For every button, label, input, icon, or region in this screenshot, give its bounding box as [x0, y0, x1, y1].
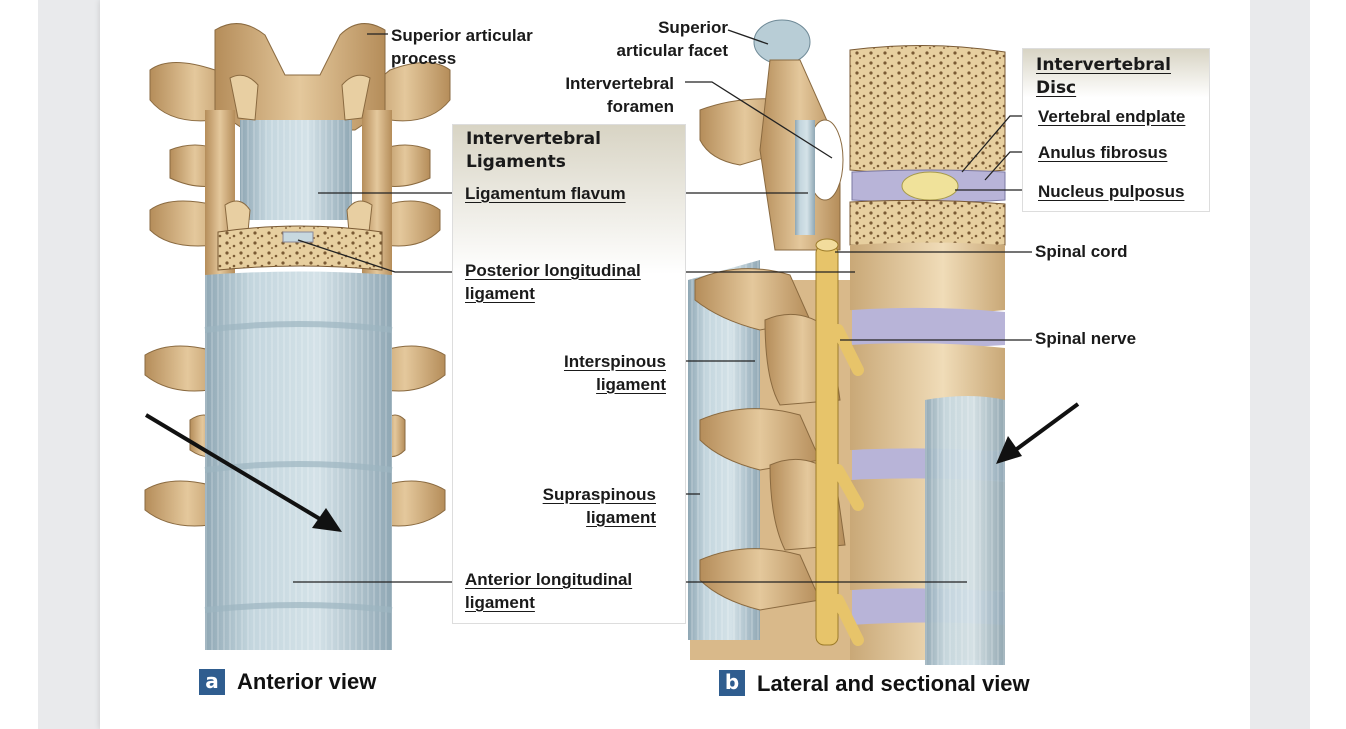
view-a-caption: Anterior view: [237, 669, 377, 694]
label-superior-articular-process: Superior articular process: [391, 24, 533, 70]
left-gutter: [38, 0, 100, 729]
label-posterior-line1: Posterior longitudinal: [465, 261, 641, 280]
right-margin: [1310, 0, 1346, 729]
label-ivf-line1: Intervertebral: [565, 74, 674, 93]
label-vertebral-endplate: Vertebral endplate: [1038, 107, 1186, 126]
label-interspinous-line1: Interspinous: [563, 352, 666, 371]
right-gutter: [1250, 0, 1310, 729]
ligaments-box: [452, 124, 686, 624]
label-supraspinous-ligament: Supraspinous ligament: [510, 483, 656, 529]
disc-box: [1022, 48, 1210, 212]
label-anulus-fibrosus: Anulus fibrosus: [1038, 143, 1168, 162]
view-a-badge: a: [199, 669, 225, 695]
label-sap-line1: Superior articular: [391, 26, 533, 45]
label-spinal-cord: Spinal cord: [1035, 242, 1128, 261]
label-interspinous-line2: ligament: [596, 375, 666, 394]
label-sap-line2: process: [391, 49, 457, 68]
label-nucleus-pulposus: Nucleus pulposus: [1038, 182, 1185, 201]
lateral-view-drawing: [688, 19, 1006, 665]
anterior-view-drawing: [144, 23, 451, 650]
arrow-left: [144, 413, 342, 532]
label-posterior-longitudinal-ligament: Posterior longitudinal ligament: [465, 259, 641, 305]
label-intervertebral-foramen: Intervertebral foramen: [540, 72, 674, 118]
label-anterior-line2: ligament: [465, 593, 535, 612]
label-saf-line2: articular facet: [616, 41, 729, 60]
disc-title-line1: Intervertebral: [1036, 55, 1171, 75]
view-b-badge: b: [719, 670, 745, 696]
arrow-right: [996, 402, 1080, 464]
label-saf-line1: Superior: [658, 18, 728, 37]
label-interspinous-ligament: Interspinous ligament: [530, 350, 666, 396]
label-anterior-longitudinal-ligament: Anterior longitudinal ligament: [465, 568, 632, 614]
label-superior-articular-facet: Superior articular facet: [590, 16, 729, 62]
label-supraspinous-line2: ligament: [586, 508, 656, 527]
ligaments-title-line2: Ligaments: [466, 152, 566, 172]
label-posterior-line2: ligament: [465, 284, 535, 303]
view-b-caption: Lateral and sectional view: [757, 671, 1030, 696]
label-supraspinous-line1: Supraspinous: [542, 485, 656, 504]
disc-title-line2: Disc: [1036, 78, 1077, 98]
label-anterior-line1: Anterior longitudinal: [465, 570, 633, 589]
label-spinal-nerve: Spinal nerve: [1035, 329, 1137, 348]
label-ligamentum-flavum: Ligamentum flavum: [465, 184, 626, 203]
ligaments-title-line1: Intervertebral: [466, 129, 601, 149]
left-margin: [0, 0, 38, 729]
label-ivf-line2: foramen: [606, 97, 674, 116]
ligaments-box-title: Intervertebral Ligaments: [466, 128, 601, 174]
disc-box-title: Intervertebral Disc: [1036, 54, 1171, 100]
